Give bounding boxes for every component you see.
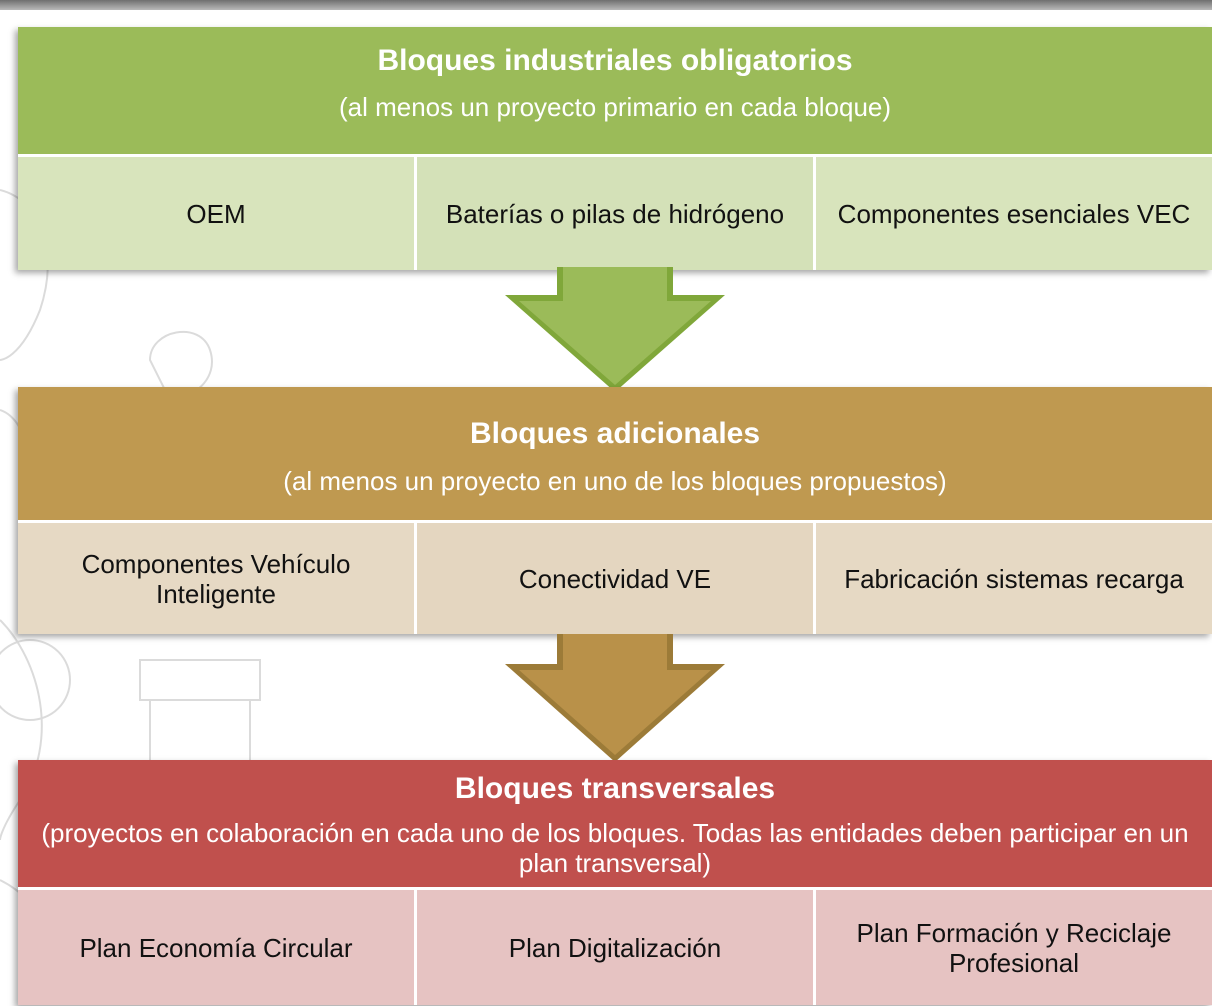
block-mandatory: Bloques industriales obligatorios (al me… <box>18 27 1212 270</box>
block-item-connectivity: Conectividad VE <box>417 523 816 634</box>
down-arrow-icon <box>505 267 725 392</box>
block-header: Bloques adicionales (al menos un proyect… <box>18 387 1212 520</box>
block-title: Bloques industriales obligatorios <box>377 44 853 77</box>
block-items: Componentes Vehículo Inteligente Conecti… <box>18 520 1212 634</box>
down-arrow-icon <box>505 634 725 762</box>
block-header: Bloques transversales (proyectos en cola… <box>18 760 1212 887</box>
block-item-smart-vehicle: Componentes Vehículo Inteligente <box>18 523 417 634</box>
block-title: Bloques transversales <box>454 772 776 805</box>
block-item-training: Plan Formación y Reciclaje Profesional <box>816 890 1212 1005</box>
block-transversal: Bloques transversales (proyectos en cola… <box>18 760 1212 1005</box>
top-border <box>0 0 1212 10</box>
block-item-charging: Fabricación sistemas recarga <box>816 523 1212 634</box>
block-subtitle: (proyectos en colaboración en cada uno d… <box>41 818 1189 878</box>
block-header: Bloques industriales obligatorios (al me… <box>18 27 1212 154</box>
block-item-digitalization: Plan Digitalización <box>417 890 816 1005</box>
block-items: Plan Economía Circular Plan Digitalizaci… <box>18 887 1212 1005</box>
block-item-circular-economy: Plan Economía Circular <box>18 890 417 1005</box>
block-item-essential-components: Componentes esenciales VEC <box>816 157 1212 270</box>
block-subtitle: (al menos un proyecto primario en cada b… <box>338 92 892 122</box>
block-subtitle: (al menos un proyecto en uno de los bloq… <box>283 466 947 496</box>
block-item-batteries: Baterías o pilas de hidrógeno <box>417 157 816 270</box>
block-title: Bloques adicionales <box>469 417 761 450</box>
block-additional: Bloques adicionales (al menos un proyect… <box>18 387 1212 634</box>
block-item-oem: OEM <box>18 157 417 270</box>
block-items: OEM Baterías o pilas de hidrógeno Compon… <box>18 154 1212 270</box>
